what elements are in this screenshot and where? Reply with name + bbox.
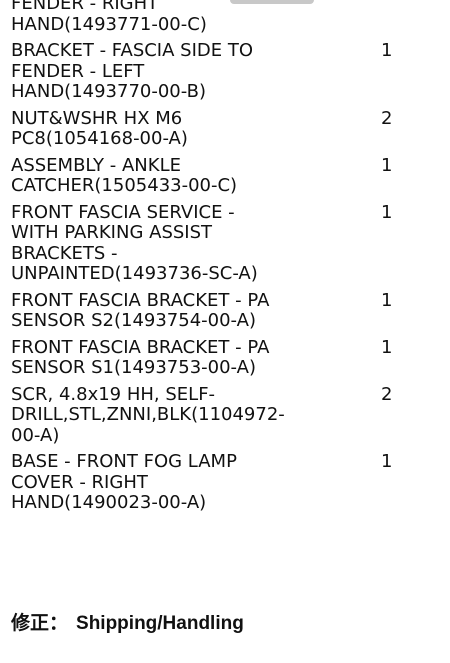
part-quantity: 1 — [381, 336, 393, 358]
correction-label: 修正： — [11, 613, 69, 634]
part-name: FRONT FASCIA BRACKET - PA SENSOR S2(1493… — [11, 289, 270, 331]
part-name: BRACKET - FASCIA SIDE TO FENDER - LEFT H… — [11, 40, 254, 102]
part-name: ASSEMBLY - ANKLE CATCHER(1505433-00-C) — [11, 154, 238, 196]
part-quantity: 1 — [381, 154, 393, 176]
part-quantity: 2 — [381, 383, 393, 405]
parts-list: FENDER - RIGHT HAND(1493771-00-C) BRACKE… — [11, 0, 441, 520]
list-item: SCR, 4.8x19 HH, SELF- DRILL,STL,ZNNI,BLK… — [11, 383, 441, 447]
part-quantity: 1 — [381, 451, 393, 472]
part-quantity: 2 — [381, 107, 393, 129]
list-item: BRACKET - FASCIA SIDE TO FENDER - LEFT H… — [11, 40, 441, 103]
scroll-indicator[interactable] — [230, 0, 314, 4]
list-item: NUT&WSHR HX M6 PC8(1054168-00-A) 2 — [11, 107, 441, 150]
list-item: FRONT FASCIA BRACKET - PA SENSOR S2(1493… — [11, 289, 441, 332]
correction-line: 修正： Shipping/Handling — [11, 608, 244, 635]
list-item: FRONT FASCIA BRACKET - PA SENSOR S1(1493… — [11, 336, 441, 379]
correction-value: Shipping/Handling — [76, 613, 244, 634]
part-quantity: 1 — [381, 40, 393, 61]
list-item: ASSEMBLY - ANKLE CATCHER(1505433-00-C) 1 — [11, 154, 441, 197]
part-quantity: 1 — [381, 289, 393, 311]
part-name: NUT&WSHR HX M6 PC8(1054168-00-A) — [11, 107, 188, 149]
list-item: BASE - FRONT FOG LAMP COVER - RIGHT HAND… — [11, 451, 441, 514]
part-name: FENDER - RIGHT HAND(1493771-00-C) — [11, 0, 207, 35]
part-name: FRONT FASCIA BRACKET - PA SENSOR S1(1493… — [11, 336, 270, 378]
part-name: SCR, 4.8x19 HH, SELF- DRILL,STL,ZNNI,BLK… — [11, 383, 285, 446]
part-name: BASE - FRONT FOG LAMP COVER - RIGHT HAND… — [11, 451, 237, 513]
list-item: FENDER - RIGHT HAND(1493771-00-C) — [11, 0, 441, 35]
list-item: FRONT FASCIA SERVICE - WITH PARKING ASSI… — [11, 201, 441, 285]
part-name: FRONT FASCIA SERVICE - WITH PARKING ASSI… — [11, 201, 258, 284]
part-quantity: 1 — [381, 201, 393, 223]
